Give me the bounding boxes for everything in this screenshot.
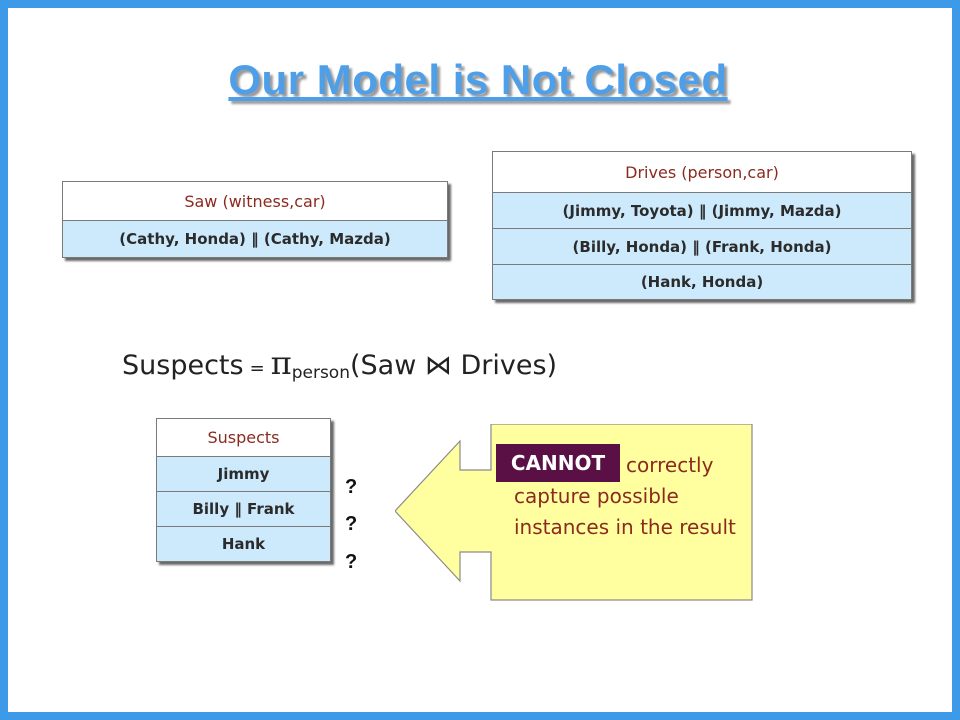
table-row: Hank [156, 526, 331, 562]
saw-table-header: Saw (witness,car) [62, 181, 448, 221]
cannot-badge: CANNOT [496, 444, 620, 482]
formula-equals: = [249, 358, 265, 379]
formula-open: (Saw [349, 350, 425, 381]
formula-lhs: Suspects [122, 350, 244, 381]
projection-symbol: π [270, 344, 292, 382]
suspects-formula: Suspects=πperson(Saw ⋈ Drives) [122, 344, 557, 383]
question-mark: ? [345, 551, 358, 573]
callout-body: correctly capture possible instances in … [514, 453, 736, 539]
table-row: Billy ‖ Frank [156, 491, 331, 527]
table-row: (Billy, Honda) ‖ (Frank, Honda) [492, 228, 912, 265]
slide-title: Our Model is Not Closed [228, 56, 728, 103]
callout-text: correctly capture possible instances in … [514, 450, 748, 543]
question-mark: ? [345, 513, 358, 535]
table-row: Jimmy [156, 456, 331, 492]
formula-close: Drives) [451, 350, 558, 381]
drives-table: Drives (person,car) (Jimmy, Toyota) ‖ (J… [492, 151, 912, 300]
callout-arrow-shape [395, 424, 753, 601]
projection-subscript: person [291, 363, 350, 383]
table-row: (Cathy, Honda) ‖ (Cathy, Mazda) [62, 220, 448, 258]
slide [8, 8, 952, 712]
suspects-table: Suspects Jimmy Billy ‖ Frank Hank [156, 418, 331, 562]
table-row: (Hank, Honda) [492, 264, 912, 300]
table-row: (Jimmy, Toyota) ‖ (Jimmy, Mazda) [492, 192, 912, 229]
suspects-table-header: Suspects [156, 418, 331, 457]
drives-table-header: Drives (person,car) [492, 151, 912, 193]
join-symbol: ⋈ [424, 350, 452, 381]
saw-table: Saw (witness,car) (Cathy, Honda) ‖ (Cath… [62, 181, 448, 258]
question-mark: ? [345, 476, 358, 498]
